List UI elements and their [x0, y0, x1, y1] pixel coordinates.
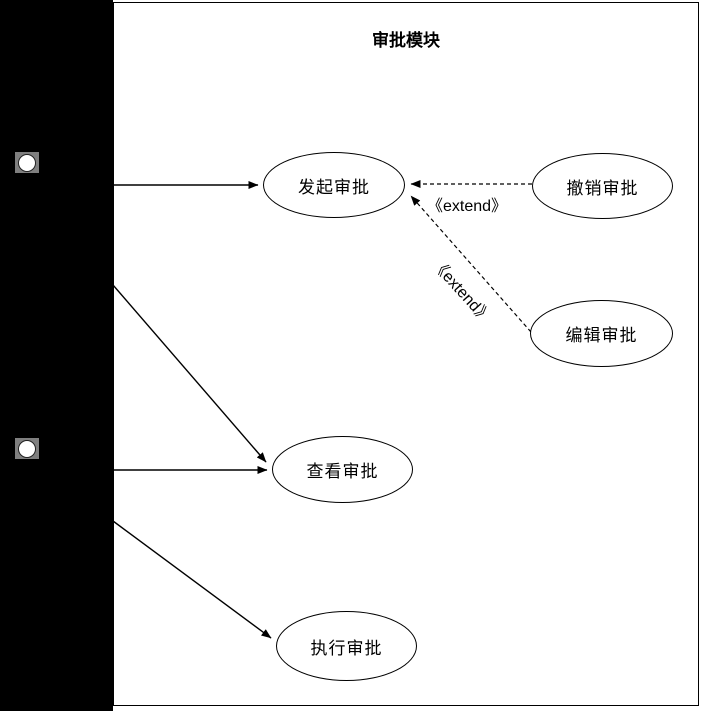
- extend-edge-edit-initiate[interactable]: [410, 195, 532, 333]
- usecase-label: 发起审批: [298, 177, 370, 197]
- usecase-execute-approval[interactable]: 执行审批: [276, 611, 417, 681]
- usecase-label: 编辑审批: [565, 326, 638, 345]
- actor-head-icon: [18, 439, 36, 458]
- usecase-label: 执行审批: [310, 638, 383, 658]
- left-black-panel: [0, 0, 113, 711]
- association-actor2-execute[interactable]: [112, 520, 272, 639]
- association-actor2-view-diagonal[interactable]: [112, 284, 267, 463]
- actor-2[interactable]: [15, 438, 39, 459]
- usecase-label: 撤销审批: [566, 178, 639, 198]
- usecase-revoke-approval[interactable]: 撤销审批: [532, 153, 673, 219]
- usecase-view-approval[interactable]: 查看审批: [272, 436, 413, 503]
- actor-1[interactable]: [15, 152, 39, 173]
- actor-head-icon: [18, 153, 36, 172]
- usecase-edit-approval[interactable]: 编辑审批: [530, 300, 673, 367]
- usecase-label: 查看审批: [306, 462, 379, 481]
- extend-label-revoke[interactable]: 《extend》: [426, 198, 508, 215]
- module-boundary-rect[interactable]: [113, 2, 699, 706]
- diagram-title: 审批模块: [372, 31, 440, 50]
- usecase-initiate-approval[interactable]: 发起审批: [263, 152, 405, 218]
